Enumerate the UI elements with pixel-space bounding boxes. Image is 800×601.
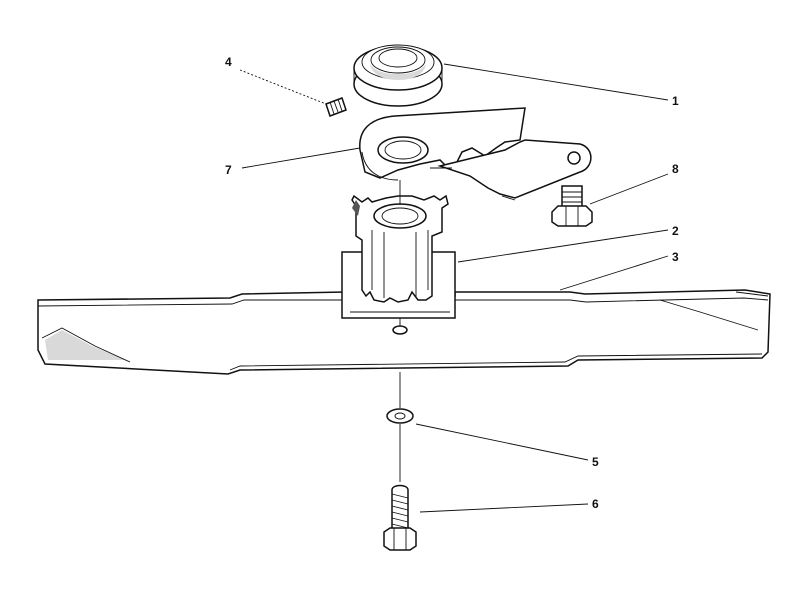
leader-2	[457, 229, 669, 263]
label-part-5: 5	[592, 455, 599, 469]
set-screw	[325, 97, 347, 117]
leader-5	[415, 423, 589, 461]
part-labels: 1 2 3 4 5 6 7 8	[225, 55, 679, 511]
belt-guide	[359, 107, 592, 201]
leader-3	[559, 255, 669, 291]
leader-1	[443, 63, 669, 101]
label-part-1: 1	[672, 94, 679, 108]
hex-bolt	[551, 185, 593, 227]
leader-4	[239, 69, 327, 105]
washer	[386, 408, 414, 424]
center-hole	[392, 325, 408, 335]
label-part-4: 4	[225, 55, 232, 69]
blade-adapter	[341, 194, 456, 319]
blade-bolt	[383, 484, 417, 551]
leader-7	[241, 147, 361, 169]
label-part-2: 2	[672, 224, 679, 238]
leader-lines	[239, 63, 669, 513]
label-part-7: 7	[225, 163, 232, 177]
label-part-6: 6	[592, 497, 599, 511]
pulley	[353, 44, 443, 107]
leader-6	[419, 503, 589, 513]
label-part-8: 8	[672, 162, 679, 176]
label-part-3: 3	[672, 250, 679, 264]
leader-8	[589, 173, 669, 205]
